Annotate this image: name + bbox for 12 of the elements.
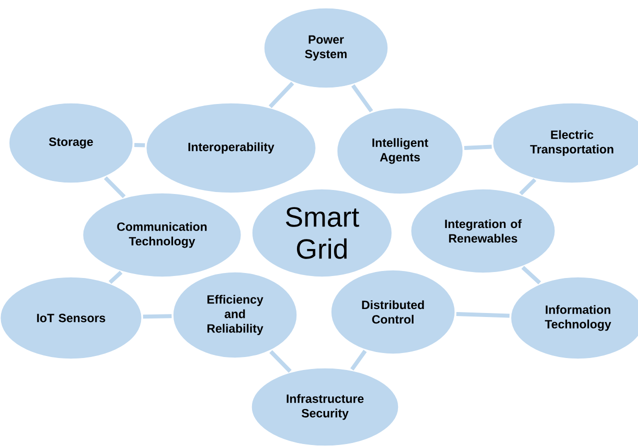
connector-line	[464, 144, 492, 150]
connector-line	[143, 314, 172, 319]
connector-line	[268, 82, 294, 108]
connector-line	[351, 84, 374, 112]
connector-line	[269, 350, 292, 373]
connector-line	[104, 176, 126, 198]
connector-line	[350, 350, 367, 371]
connector-line	[521, 266, 542, 284]
connector-line	[456, 312, 510, 318]
connector-line	[134, 142, 145, 148]
connector-line	[108, 270, 122, 284]
connector-line	[519, 178, 536, 196]
